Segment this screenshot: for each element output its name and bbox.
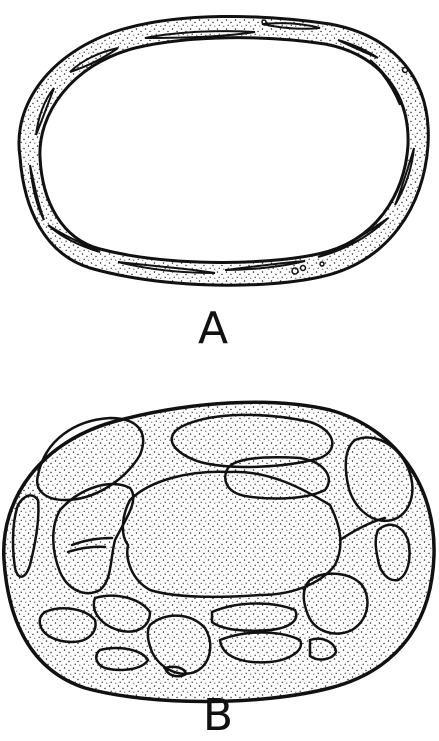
panel-b-label: B: [203, 690, 233, 741]
panel-a-label: A: [198, 303, 228, 354]
panel-b: B: [4, 402, 434, 741]
panel-a: A: [19, 16, 428, 354]
